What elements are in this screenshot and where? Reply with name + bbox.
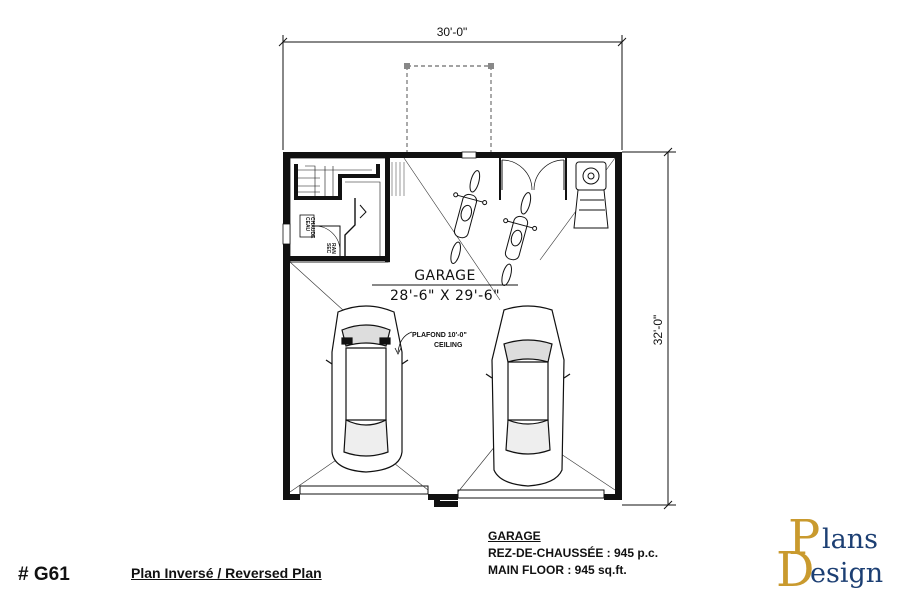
- snowblower: [573, 161, 609, 229]
- ceiling-note-line-1: PLAFOND 10'-0": [412, 332, 467, 339]
- depth-dimension-label: 32'-0": [651, 315, 665, 346]
- ceiling-note-arrow: [394, 347, 402, 355]
- plan-id: # G61: [18, 564, 70, 585]
- logo-word-lans: lans: [822, 524, 878, 555]
- plans-design-logo: P lans D esign: [776, 510, 894, 598]
- ceiling-note-leader: [397, 331, 413, 353]
- svg-text:RAN: RAN: [330, 243, 336, 254]
- logo-word-esign: esign: [810, 558, 884, 589]
- legend-line-main-floor-en: MAIN FLOOR : 945 sq.ft.: [488, 563, 627, 577]
- post-marker-left: [404, 63, 410, 69]
- area-legend: GARAGE REZ-DE-CHAUSSÉE : 945 p.c. MAIN F…: [488, 528, 658, 579]
- logo-letter-d: D: [776, 542, 815, 598]
- width-dimension-line: [278, 35, 627, 150]
- side-window: [282, 223, 291, 245]
- wall-vent: [461, 151, 477, 159]
- room-dimensions: 28'-6" X 29'-6": [390, 288, 500, 304]
- car-right-sedan: [485, 305, 571, 487]
- ceiling-note-line-2: CEILING: [434, 342, 463, 349]
- closet-label: SEC RAN: [325, 243, 336, 254]
- reversed-plan-label: Plan Inversé / Reversed Plan: [131, 565, 322, 581]
- motorcycle-1: [450, 170, 488, 264]
- svg-text:CEAU: CEAU: [304, 217, 310, 232]
- width-dimension-label: 30'-0": [437, 25, 468, 39]
- motorcycle-2: [501, 192, 538, 286]
- exterior-walls: [283, 152, 622, 507]
- legend-line-main-floor-fr: REZ-DE-CHAUSSÉE : 945 p.c.: [488, 546, 659, 560]
- dashed-projection: [406, 65, 492, 152]
- logo-letter-p: P: [788, 510, 821, 566]
- room-name: GARAGE: [414, 268, 476, 284]
- entry-steps: [391, 162, 405, 196]
- hot-water-tank: CEAU CHAUDE: [299, 214, 315, 239]
- stair-room: [289, 157, 390, 263]
- post-marker-right: [488, 63, 494, 69]
- legend-title: GARAGE: [488, 529, 541, 543]
- svg-text:CHAUDE: CHAUDE: [309, 217, 315, 239]
- svg-text:SEC: SEC: [325, 243, 331, 254]
- car-left-suv: [325, 305, 409, 473]
- rear-double-door: [499, 158, 567, 200]
- depth-dimension-line: [622, 147, 676, 510]
